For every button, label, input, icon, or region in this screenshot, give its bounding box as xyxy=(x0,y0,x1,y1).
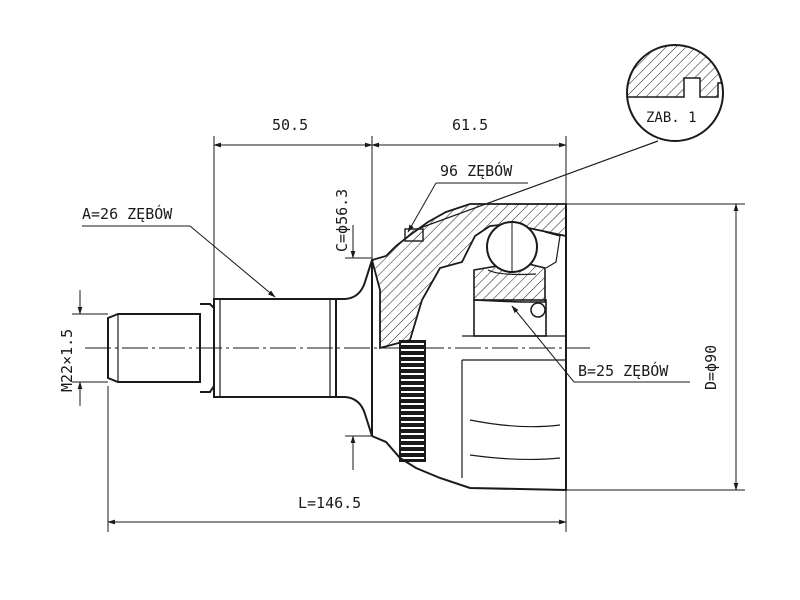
dimension-bell-diameter: C=ϕ56.3 xyxy=(333,189,372,470)
ball-cage xyxy=(486,221,561,318)
dim-61-5: 61.5 xyxy=(452,116,488,134)
callout-abs-teeth-label: 96 ZĘBÓW xyxy=(440,161,513,180)
callout-splines-a: A=26 ZĘBÓW xyxy=(82,204,276,298)
dim-bell-diameter: C=ϕ56.3 xyxy=(333,189,351,252)
dim-50-5: 50.5 xyxy=(272,116,308,134)
callout-splines-a-label: A=26 ZĘBÓW xyxy=(82,204,173,223)
spline-shaft xyxy=(213,259,373,437)
callout-splines-b-label: B=25 ZĘBÓW xyxy=(578,361,669,380)
dimension-top: 50.5 61.5 xyxy=(213,116,567,300)
detail-label: ZAB. 1 xyxy=(646,110,697,126)
circlip-detail xyxy=(530,302,546,318)
dim-thread: M22×1.5 xyxy=(58,329,76,392)
inner-race-bore xyxy=(473,299,547,337)
detail-marker xyxy=(404,228,424,242)
dim-total-length: L=146.5 xyxy=(298,494,361,512)
dimension-outer-diameter: D=ϕ90 xyxy=(566,203,745,491)
callout-abs-teeth: 96 ZĘBÓW xyxy=(407,161,528,233)
detail-view-zab1: ZAB. 1 xyxy=(419,44,724,229)
callout-splines-b: B=25 ZĘBÓW xyxy=(511,305,690,383)
dimension-total-length: L=146.5 xyxy=(107,386,567,532)
abs-ring xyxy=(399,340,426,462)
dimension-thread: M22×1.5 xyxy=(58,290,108,406)
dim-outer-diameter: D=ϕ90 xyxy=(702,345,720,390)
